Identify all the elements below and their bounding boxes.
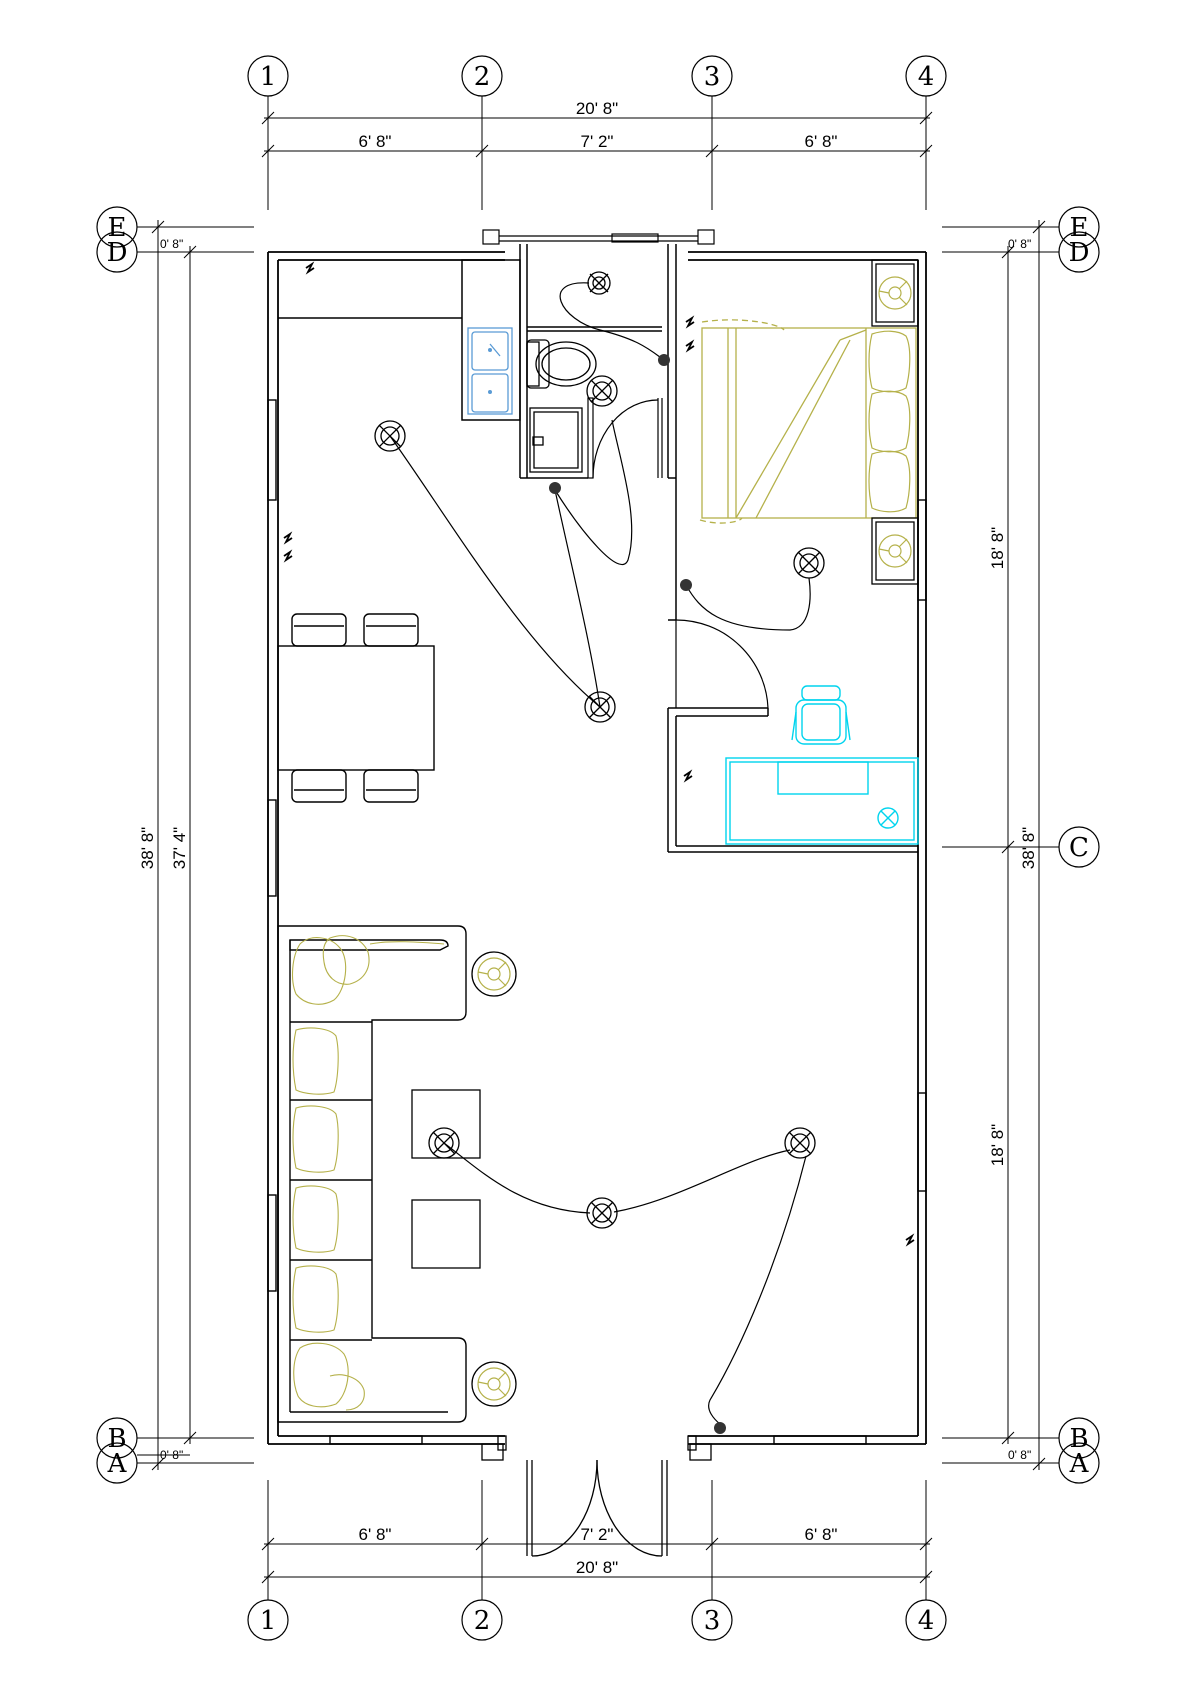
right-overall-dimension: 38' 8" [1019, 827, 1038, 869]
dining-table [277, 613, 435, 803]
grid-label-c-right: C [1069, 833, 1089, 863]
ceiling-light-icon [793, 547, 825, 579]
bottom-bay3-dimension: 6' 8" [805, 1525, 838, 1544]
top-overall-dimension: 20' 8" [576, 99, 618, 118]
grid-label-3-bottom: 3 [704, 1606, 721, 1636]
right-dimension-lines [1001, 220, 1046, 1471]
side-lamp-upper-shade [477, 957, 511, 991]
top-bay2-dimension: 7' 2" [581, 132, 614, 151]
top-bay1-dimension: 6' 8" [359, 132, 392, 151]
ceiling-light-icon [586, 1197, 618, 1229]
bottom-bay2-dimension: 7' 2" [581, 1525, 614, 1544]
outlets [283, 261, 915, 1247]
left-outer-dimension: 38' 8" [138, 827, 157, 869]
outlet-icon [683, 769, 693, 783]
electrical-wiring [389, 282, 811, 1425]
coffee-tables [411, 1089, 481, 1269]
bathroom-door [587, 397, 663, 479]
sectional-sofa [277, 925, 467, 1423]
side-lamp-upper [471, 951, 517, 997]
ceiling-light-icon [586, 375, 618, 407]
grid-label-1-bottom: 1 [260, 1606, 277, 1636]
grid-extension-lines [137, 96, 1059, 1600]
top-dimension-lines [261, 111, 933, 158]
grid-label-b-left: B [107, 1424, 126, 1454]
left-bottom-offset-dimension: 0' 8" [160, 1448, 183, 1462]
outlet-icon [685, 339, 695, 353]
left-dimension-lines [137, 220, 197, 1471]
outlet-icon [283, 531, 293, 545]
grid-label-d-right: D [1069, 238, 1090, 268]
ceiling-lights [374, 271, 825, 1229]
nightstand-lamp-bottom [878, 534, 912, 568]
grid-label-2-top: 2 [474, 62, 491, 92]
bottom-bay1-dimension: 6' 8" [359, 1525, 392, 1544]
shower [529, 407, 583, 473]
nightstand-lamp-top [878, 276, 912, 310]
exterior-walls [267, 251, 927, 1445]
switch-icon [680, 579, 692, 591]
right-upper-dimension: 18' 8" [988, 527, 1007, 569]
grid-label-1-top: 1 [260, 62, 277, 92]
nightstand-bottom [871, 517, 919, 585]
bottom-overall-dimension: 20' 8" [576, 1558, 618, 1577]
nightstand-top [871, 259, 919, 327]
grid-label-4-top: 4 [918, 62, 935, 92]
grid-label-4-bottom: 4 [918, 1606, 935, 1636]
bed [699, 319, 917, 524]
outlet-icon [283, 549, 293, 563]
ceiling-light-icon [784, 1127, 816, 1159]
ceiling-light-icon [587, 271, 611, 295]
outlet-icon [305, 261, 315, 275]
left-top-offset-dimension: 0' 8" [160, 237, 183, 251]
grid-label-2-bottom: 2 [474, 1606, 491, 1636]
side-lamp-lower [471, 1361, 517, 1407]
right-lower-dimension: 18' 8" [988, 1124, 1007, 1166]
grid-label-e-right: E [1070, 213, 1089, 243]
right-top-offset-dimension: 0' 8" [1008, 237, 1031, 251]
interior-walls [278, 244, 918, 853]
grid-label-3-top: 3 [704, 62, 721, 92]
bathroom-window [482, 229, 715, 245]
switch-icon [549, 482, 561, 494]
grid-label-a-right: A [1069, 1449, 1090, 1479]
outlet-icon [905, 1233, 915, 1247]
grid-label-e-left: E [108, 213, 127, 243]
sink-drain-icon [488, 348, 492, 352]
sofa-cushions [291, 935, 445, 1411]
left-inner-dimension: 37' 4" [170, 827, 189, 869]
top-bay3-dimension: 6' 8" [805, 132, 838, 151]
right-bottom-offset-dimension: 0' 8" [1008, 1448, 1031, 1462]
bottom-dimension-lines [261, 1537, 933, 1584]
side-windows [267, 399, 927, 1445]
bedroom-door [675, 619, 769, 709]
office-desk [725, 757, 919, 845]
switch-icon [658, 354, 670, 366]
grid-label-a-left: A [107, 1449, 128, 1479]
toilet [526, 339, 597, 389]
sink-drain-icon [488, 390, 492, 394]
outlet-icon [685, 315, 695, 329]
bed-pillows [868, 330, 911, 513]
entrance-door [481, 1435, 712, 1557]
switch-icon [714, 1422, 726, 1434]
grid-label-d-left: D [107, 238, 128, 268]
side-lamp-lower-shade [477, 1367, 511, 1401]
office-chair [791, 685, 851, 745]
grid-label-b-right: B [1069, 1424, 1088, 1454]
kitchen-sink [467, 327, 513, 415]
switches [549, 354, 726, 1434]
